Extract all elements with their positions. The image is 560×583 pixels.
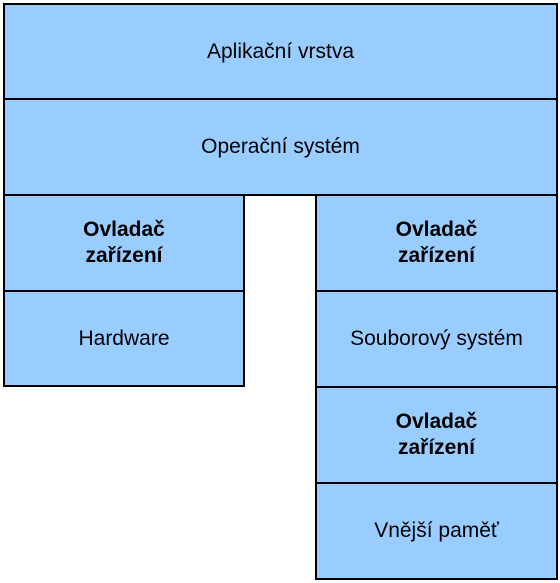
device-driver-box-right-top: Ovladač zařízení	[315, 194, 558, 292]
application-layer-box: Aplikační vrstva	[3, 3, 558, 100]
external-memory-label: Vnější paměť	[374, 519, 499, 542]
device-driver-label-right-top: Ovladač zařízení	[395, 218, 478, 267]
operating-system-label: Operační systém	[201, 135, 360, 158]
file-system-label: Souborový systém	[350, 327, 523, 350]
operating-system-box: Operační systém	[3, 98, 558, 196]
application-layer-label: Aplikační vrstva	[206, 39, 355, 63]
device-driver-label-left: Ovladač zařízení	[83, 218, 165, 267]
device-driver-label-right-bottom: Ovladač zařízení	[395, 410, 478, 459]
external-memory-box: Vnější paměť	[315, 482, 558, 580]
hardware-label: Hardware	[78, 326, 170, 350]
hardware-box: Hardware	[3, 290, 245, 387]
device-driver-box-left: Ovladač zařízení	[3, 194, 245, 292]
file-system-box: Souborový systém	[315, 290, 558, 388]
device-driver-box-right-bottom: Ovladač zařízení	[315, 386, 558, 484]
